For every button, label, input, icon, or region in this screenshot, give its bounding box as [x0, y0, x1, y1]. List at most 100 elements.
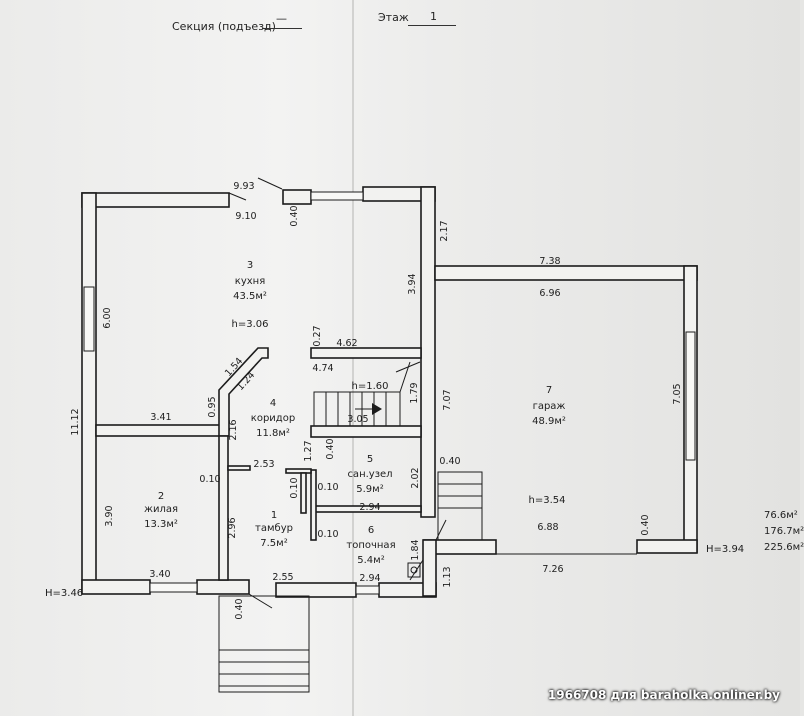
- dimension: 6.88: [537, 522, 558, 533]
- wall-bottom-left: [81, 579, 151, 595]
- room-height: h=3.06: [232, 319, 269, 330]
- door-swing: [248, 593, 273, 609]
- dimension: 0.10: [317, 482, 338, 493]
- dimension: 4.74: [312, 363, 333, 374]
- dimension: 2.96: [227, 517, 238, 538]
- dimension: 3.40: [149, 569, 170, 580]
- room-number: 2: [158, 491, 164, 502]
- stair-height: h=1.60: [352, 381, 389, 392]
- wall-stub-b: [285, 468, 312, 474]
- dimension: 0.40: [234, 598, 245, 619]
- room-name: сан.узел: [347, 469, 392, 480]
- room-number: 7: [546, 385, 552, 396]
- wall-left: [81, 192, 97, 594]
- dimension: 4.62: [336, 338, 357, 349]
- pointer-9-93: [257, 177, 283, 190]
- dimension: 2.55: [272, 572, 293, 583]
- wall-top-pier: [282, 189, 312, 205]
- stair-outline: [313, 391, 401, 427]
- dimension: 7.07: [442, 389, 453, 410]
- room-area: 5.4м²: [357, 555, 384, 566]
- porch-steps: [218, 471, 637, 693]
- dimension: 1.79: [409, 382, 420, 403]
- wall-stub-a: [227, 465, 251, 471]
- side-steps: [437, 471, 483, 541]
- room-area: 48.9м²: [532, 416, 566, 427]
- room-area: 43.5м²: [233, 291, 267, 302]
- dimension: 0.10: [199, 474, 220, 485]
- interior-walls: [95, 347, 422, 581]
- wall-top-left: [81, 192, 230, 208]
- dimension: 3.05: [347, 414, 368, 425]
- dimension: 2.53: [253, 459, 274, 470]
- door-swing: [435, 519, 447, 541]
- window-corner-mark: [228, 192, 247, 201]
- dimension: 2.94: [359, 573, 380, 584]
- wall-kitchen-right: [420, 186, 436, 518]
- boiler-icon: [407, 562, 421, 578]
- room-area: 11.8м²: [256, 428, 290, 439]
- room-boiler: 6 топочная 5.4м²: [346, 525, 395, 566]
- wall-garage-top: [434, 265, 698, 281]
- dimension: 0.40: [325, 438, 336, 459]
- total-area: 225.6м²: [764, 542, 804, 553]
- room-vestibule: 1 тамбур 7.5м²: [255, 510, 293, 549]
- watermark: 1966708 для baraholka.onliner.by: [547, 688, 780, 702]
- room-bathroom: 5 сан.узел 5.9м²: [347, 454, 392, 495]
- dimension: 3.90: [104, 505, 115, 526]
- dimension: 7.26: [542, 564, 563, 575]
- window-living-bottom: [149, 582, 198, 593]
- total-area: 76.6м²: [764, 510, 798, 521]
- wall-living-right: [218, 435, 229, 581]
- dimension: 11.12: [70, 408, 81, 435]
- dimension: 1.13: [442, 566, 453, 587]
- room-name: коридор: [251, 413, 295, 424]
- floor-value: 1: [430, 10, 437, 23]
- room-name: гараж: [533, 401, 566, 412]
- dimension: 9.10: [235, 211, 256, 222]
- window-kitchen-top: [310, 191, 364, 201]
- level-left: H=3.46: [45, 588, 83, 599]
- dimension: 0.10: [317, 529, 338, 540]
- dimensions-horizontal: 9.93 9.10 7.38 6.96 4.62 4.74 3.41 3.05 …: [149, 181, 563, 584]
- room-name: жилая: [144, 504, 178, 515]
- dimension: 0.40: [289, 205, 300, 226]
- dimension: 0.95: [207, 396, 218, 417]
- boiler-icon: [410, 566, 418, 574]
- dimension: 0.40: [640, 514, 651, 535]
- front-steps: [218, 595, 310, 693]
- room-area: 13.3м²: [144, 519, 178, 530]
- wall-stub-c: [300, 472, 307, 514]
- stair-flight-line: [395, 361, 421, 373]
- room-number: 1: [271, 510, 277, 521]
- wall-living-top: [95, 424, 224, 437]
- dimension: 0.10: [289, 477, 300, 498]
- wall-bottom-right: [275, 582, 357, 598]
- dimension: 2.17: [439, 220, 450, 241]
- dimension: 3.41: [150, 412, 171, 423]
- room-number: 5: [367, 454, 373, 465]
- floor-label: Этаж: [378, 11, 409, 24]
- dimension: 6.96: [539, 288, 560, 299]
- window-tech-bottom: [355, 585, 380, 595]
- stair: [313, 361, 421, 427]
- room-area: 5.9м²: [356, 484, 383, 495]
- room-number: 3: [247, 260, 253, 271]
- room-kitchen: 3 кухня 43.5м² h=3.06: [232, 260, 269, 330]
- dimension: 1.27: [303, 440, 314, 461]
- dimension: 1.84: [410, 539, 421, 560]
- wall-bottom-mid: [196, 579, 250, 595]
- dimension: 7.38: [539, 256, 560, 267]
- wall-garage-bottom-right: [636, 539, 698, 554]
- dimension: 2.02: [410, 467, 421, 488]
- total-area: 176.7м²: [764, 526, 804, 537]
- room-garage: 7 гараж 48.9м² h=3.54: [529, 385, 566, 506]
- dimension: 9.93: [233, 181, 254, 192]
- wall-tech-right: [422, 539, 437, 597]
- window-kitchen-left: [83, 286, 95, 352]
- section-label: Секция (подъезд): [172, 20, 276, 33]
- room-name: тамбур: [255, 523, 293, 534]
- wall-kitchen-corridor: [310, 347, 422, 359]
- dimension: 0.27: [312, 325, 323, 346]
